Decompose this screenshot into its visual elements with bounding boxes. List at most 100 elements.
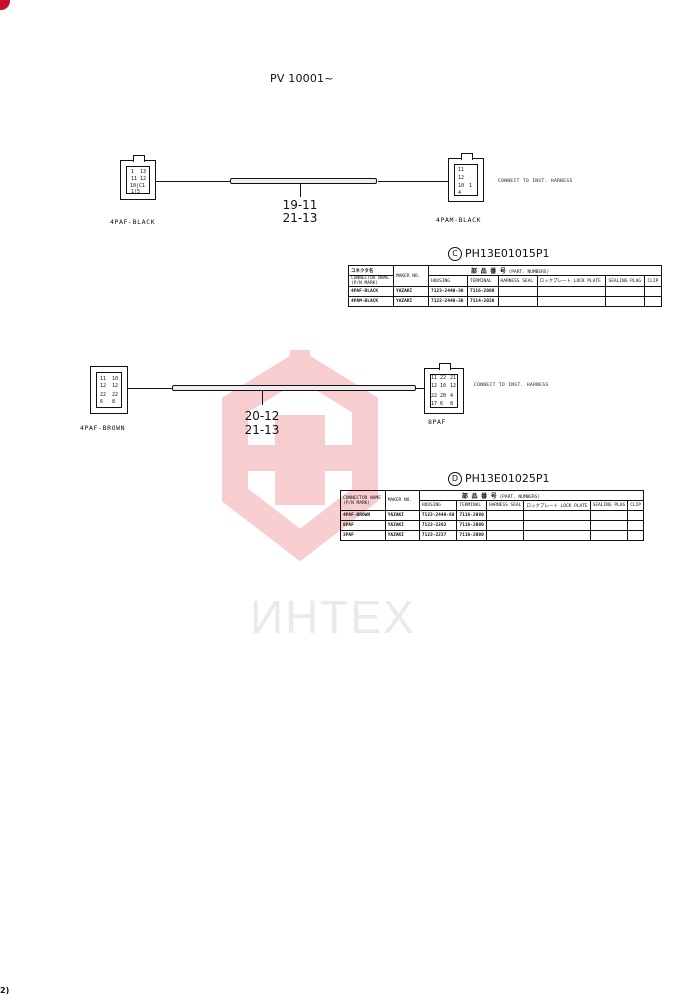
pin-label: 21	[450, 375, 457, 381]
table-row: 4PAM-BLACK YAZAKI 7122-2440-30 7114-2020	[348, 296, 662, 307]
part-number: PH13E01025P1	[465, 472, 550, 485]
pin-label: 10	[440, 383, 447, 389]
header-cell: HARNESS SEAL	[485, 500, 525, 511]
watermark-text: ИНТЕХ	[250, 591, 416, 643]
connector-label: 4PAF-BLACK	[110, 218, 156, 226]
header-cell: CLIP	[644, 275, 662, 287]
pin-label: 17	[431, 401, 438, 407]
watermark-logo	[222, 349, 378, 562]
header-cell: HOUSING	[428, 275, 468, 287]
wire-number: 20-12	[244, 409, 280, 423]
pin-label: 1|5	[131, 189, 141, 195]
pin-label: 12	[450, 383, 457, 389]
cell	[605, 286, 646, 297]
pin-label: 20	[440, 393, 447, 399]
cell: 7114-2020	[467, 296, 499, 307]
cell: YAZAKI	[393, 286, 429, 297]
cell	[497, 296, 538, 307]
pin-label: 11	[431, 375, 438, 381]
pin-label: 12	[140, 176, 147, 182]
cell	[644, 296, 662, 307]
connector-label: 8PAF	[428, 418, 447, 426]
header-cell: コネクタ名	[348, 265, 394, 276]
cell	[627, 510, 644, 521]
cell: YAZAKI	[393, 296, 429, 307]
wire-segment	[128, 388, 172, 389]
cell: 7116-2080	[456, 520, 487, 531]
cell	[485, 510, 525, 521]
pin-label: 1	[469, 183, 473, 189]
cell	[536, 286, 607, 297]
wire-sheath	[230, 178, 377, 184]
parts-label: 部 品 番 号	[461, 493, 497, 500]
connect-note: CONNECT TO INST. HARNESS	[498, 179, 573, 184]
connector-4paf-brown: 11 10 12 12 22 22 6 8	[90, 366, 128, 414]
table-row: 4PAF-BLACK YAZAKI 7123-2440-30 7116-2080	[348, 286, 662, 297]
pin-label: 8	[112, 399, 116, 405]
wire-segment	[416, 388, 424, 389]
cell: 4PAF-BLACK	[348, 286, 394, 297]
spec-table-2: CONNECTOR NAME(P/N MARK) MAKER NO. 部 品 番…	[340, 490, 645, 541]
cell	[497, 286, 538, 297]
spec-table-1: コネクタ名 MAKER NO. 部 品 番 号 (PART. NUMBERS) …	[348, 265, 662, 307]
table-row: 4PAF-BROWN YAZAKI 7123-2440-60 7116-2080	[340, 510, 644, 521]
connector-4pam-black: 11 12 10 1 4	[448, 153, 484, 202]
header-cell: 部 品 番 号 (PART. NUMBERS)	[418, 490, 645, 501]
table-row: 8PAF YAZAKI 7123-2282 7116-2080	[340, 520, 644, 531]
pin-label: 22	[100, 392, 107, 398]
cell: 4PAM-BLACK	[348, 296, 394, 307]
pin-label: 10|C1	[130, 183, 146, 189]
cell: 7123-2237	[418, 530, 458, 541]
cell	[627, 530, 644, 541]
col-label: CONNECTOR NAME	[343, 495, 381, 501]
parts-en: (PART. NUMBERS)	[499, 495, 541, 500]
pin-label: 13	[140, 169, 147, 175]
corner-badge	[0, 0, 10, 10]
cell: YAZAKI	[384, 520, 420, 531]
header-cell: HOUSING	[418, 500, 458, 511]
wire-segment	[156, 181, 230, 182]
table-row: 3PAF YAZAKI 7123-2237 7116-2080	[340, 530, 644, 541]
cell: YAZAKI	[384, 510, 420, 521]
pin-label: 11	[100, 376, 107, 382]
page-footnote: 2)	[0, 986, 10, 995]
col-label: (P/N MARK)	[351, 281, 379, 286]
marker-d: D	[448, 472, 462, 486]
header-cell: CLIP	[627, 500, 644, 511]
cell	[627, 520, 644, 531]
pin-label: 12	[100, 383, 107, 389]
header-cell: TERMINAL	[456, 500, 487, 511]
cell	[523, 510, 591, 521]
header-cell: TERMINAL	[467, 275, 499, 287]
cell: 4PAF-BROWN	[340, 510, 386, 521]
cell: YAZAKI	[384, 530, 420, 541]
pin-label: 22	[431, 393, 438, 399]
marker-c: C	[448, 247, 462, 261]
connector-4paf-black: 1 13 11 12 10|C1 1|5	[120, 155, 156, 200]
cell: 7116-2080	[456, 510, 487, 521]
cell: 3PAF	[340, 530, 386, 541]
cell: 8PAF	[340, 520, 386, 531]
wire-number: 21-13	[244, 423, 280, 437]
header-cell: MAKER NO.	[393, 265, 429, 287]
header-cell: ロックプレート LOCK PLATE	[523, 500, 591, 511]
wire-number: 21-13	[282, 211, 318, 225]
connect-note: CONNECT TO INST. HARNESS	[474, 383, 549, 388]
cell	[485, 530, 525, 541]
header-cell: ロックプレート LOCK PLATE	[536, 275, 607, 287]
cell	[589, 510, 629, 521]
cell	[523, 530, 591, 541]
pin-label: 11	[131, 176, 138, 182]
parts-label: 部 品 番 号	[471, 268, 506, 275]
header-cell: CONNECTOR NAME(P/N MARK)	[348, 275, 394, 287]
header-cell: CONNECTOR NAME(P/N MARK)	[340, 490, 386, 511]
header-cell: 部 品 番 号 (PART. NUMBERS)	[428, 265, 662, 276]
pin-label: 8	[450, 401, 454, 407]
pin-label: 22	[440, 375, 447, 381]
cell: 7116-2080	[456, 530, 487, 541]
pin-label: 12	[458, 175, 465, 181]
page-title: PV 10001~	[270, 72, 334, 85]
parts-en: (PART. NUMBERS)	[508, 270, 550, 275]
pin-label: 22	[112, 392, 119, 398]
